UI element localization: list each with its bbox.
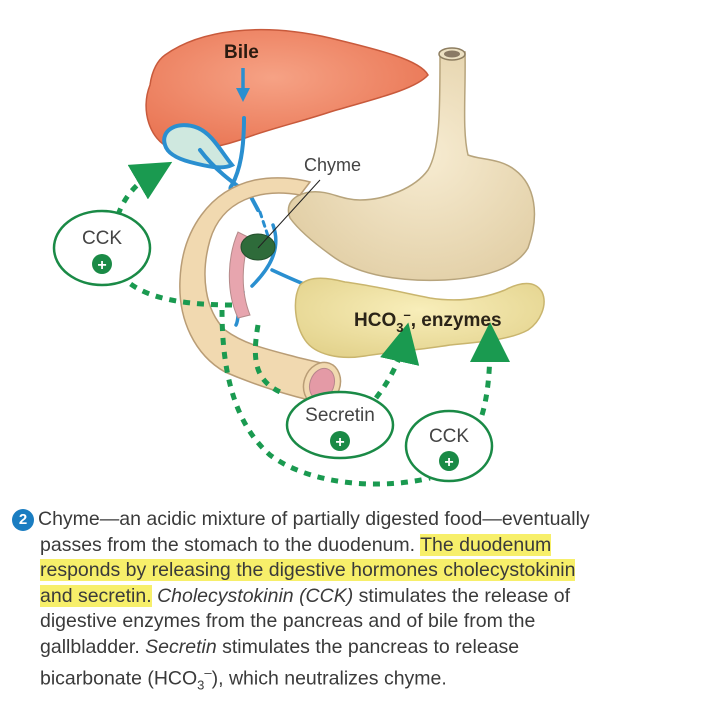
duodenum	[179, 177, 342, 407]
caption-line: responds by releasing the digestive horm…	[12, 558, 712, 584]
chyme-pointer-line	[257, 179, 321, 249]
caption-text: –	[204, 665, 212, 680]
bile-label: Bile	[224, 42, 259, 63]
caption-text: Cholecystokinin (CCK)	[157, 584, 354, 607]
caption-line: gallbladder. Secretin stimulates the pan…	[12, 635, 712, 661]
chyme-label: Chyme	[304, 155, 361, 175]
hormone-pathways	[115, 161, 510, 487]
highlighted-text: responds by releasing the digestive horm…	[40, 559, 576, 581]
liver	[145, 28, 429, 151]
caption-text: gallbladder.	[40, 635, 146, 658]
step-number-badge: 2	[12, 509, 34, 531]
cck-right-label: CCK	[429, 426, 469, 447]
highlighted-text: The duodenum	[420, 533, 552, 556]
caption-text: 3	[197, 677, 205, 693]
gallbladder	[162, 123, 236, 170]
caption-text: ), which neutralizes chyme.	[211, 667, 447, 690]
stomach	[287, 47, 536, 282]
cck-right-effect: +	[444, 454, 453, 471]
bile-arrow-icon	[236, 68, 250, 102]
cck-hormone-right: CCK +	[404, 409, 494, 483]
caption-text: Secretin	[145, 635, 217, 658]
caption-line: bicarbonate (HCO3–), which neutralizes c…	[12, 660, 712, 698]
caption-text: stimulates the release of	[353, 584, 571, 607]
caption-text: Chyme—an acidic mixture of partially dig…	[38, 508, 590, 530]
cck-hormone-left: CCK +	[52, 209, 152, 287]
caption-text: bicarbonate (HCO	[40, 667, 198, 690]
plus-icon	[92, 254, 112, 274]
secretin-label: Secretin	[305, 405, 375, 426]
cck-left-label: CCK	[82, 228, 122, 249]
highlighted-text: and secretin.	[40, 584, 152, 607]
caption-line: passes from the stomach to the duodenum.…	[12, 533, 712, 559]
secretin-effect: +	[335, 434, 344, 451]
plus-icon	[439, 451, 459, 471]
caption-text: stimulates the pancreas to release	[216, 635, 520, 658]
cck-left-effect: +	[97, 257, 106, 274]
secretin-hormone: Secretin +	[285, 390, 395, 460]
caption-line: and secretin. Cholecystokinin (CCK) stim…	[12, 584, 712, 610]
digestive-hormone-diagram: Bile Chyme HCO3–, enzymes CCK + Secretin…	[52, 28, 545, 487]
caption-text: passes from the stomach to the duodenum.	[40, 533, 421, 556]
caption-line: digestive enzymes from the pancreas and …	[12, 609, 712, 635]
hco3-enzymes-label: HCO3–, enzymes	[354, 307, 502, 335]
caption-text: digestive enzymes from the pancreas and …	[40, 610, 536, 632]
plus-icon	[330, 431, 350, 451]
